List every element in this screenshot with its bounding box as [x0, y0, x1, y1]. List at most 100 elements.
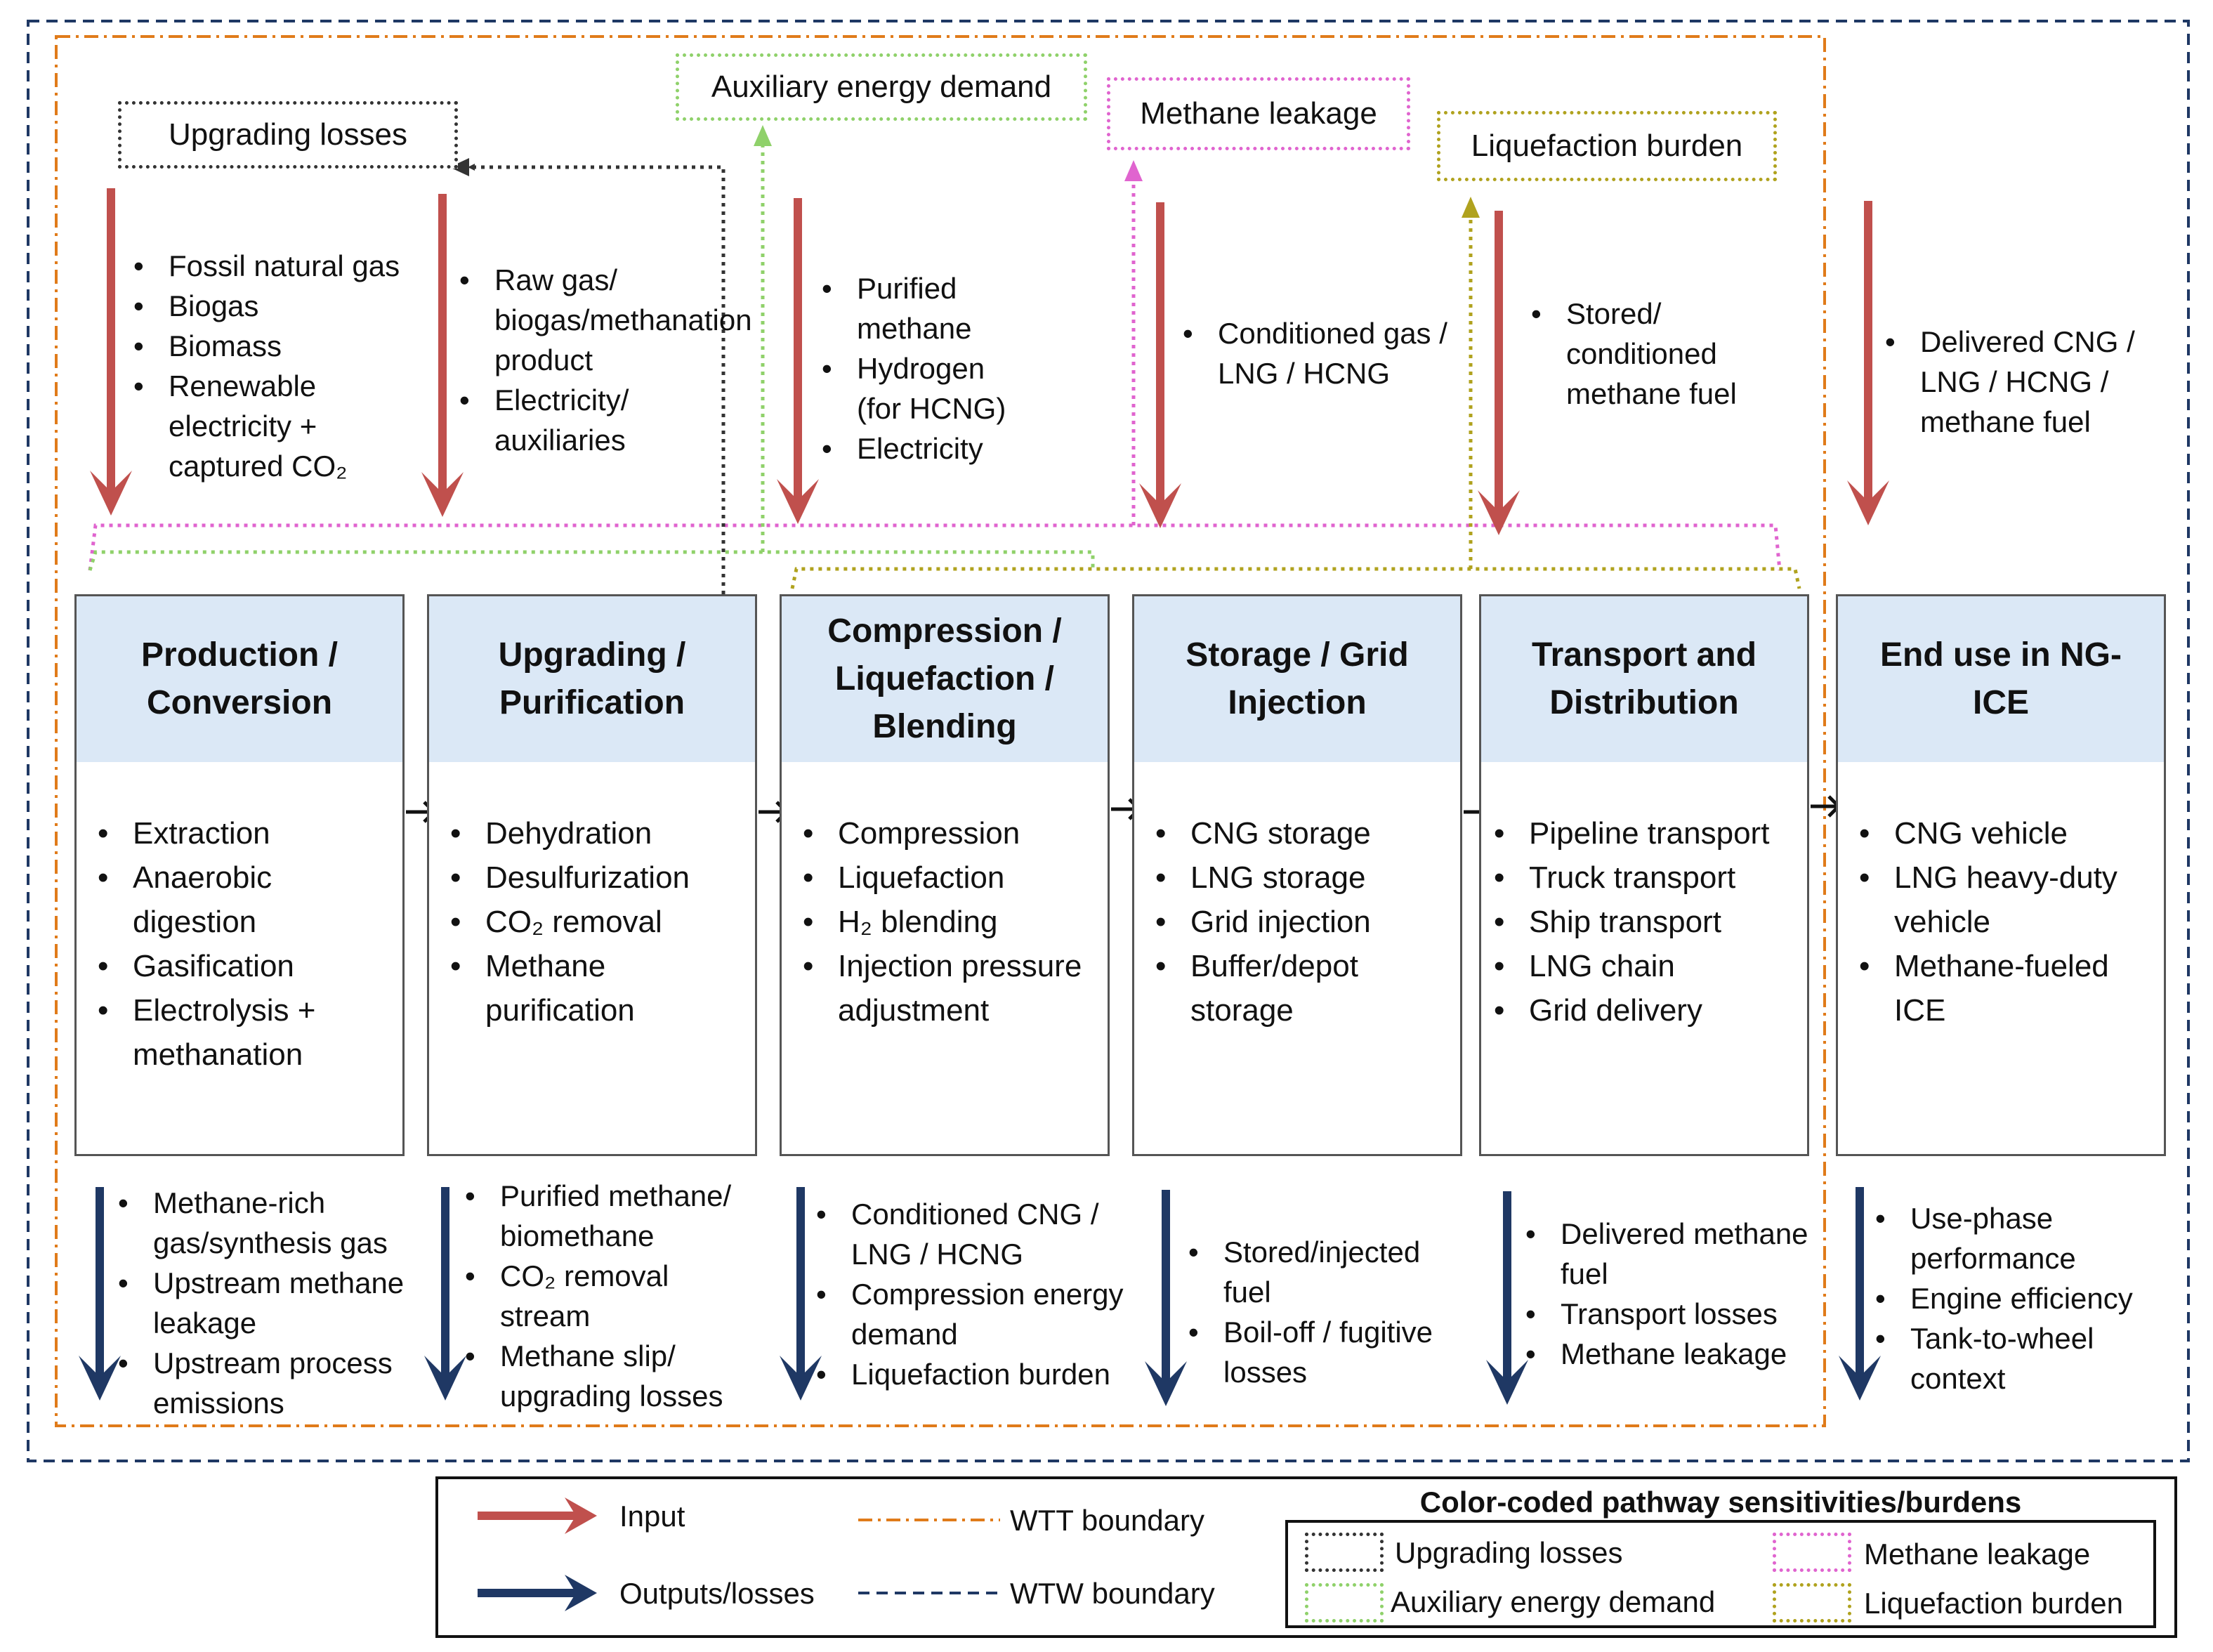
stage-item: Extraction [95, 811, 395, 855]
auxiliary-energy-demand-box: Auxiliary energy demand [676, 53, 1087, 121]
stage-upgrading-purification: Upgrading / Purification Dehydration Des… [427, 594, 757, 1156]
wtw-boundary [27, 20, 2190, 1462]
stage-item: Ship transport [1491, 900, 1800, 944]
stage-item: CO₂ removal [447, 900, 748, 944]
stage-item: H₂ blending [800, 900, 1101, 944]
methane-leakage-arrowhead [1124, 160, 1143, 181]
stage-compression-liquefaction-blending: Compression / Liquefaction / Blending Co… [780, 594, 1110, 1156]
stage-title: Production / Conversion [77, 596, 402, 762]
input-item: Electricity/ auxiliaries [457, 380, 723, 460]
output-item: Liquefaction burden [813, 1354, 1136, 1394]
stage-title: Storage / Grid Injection [1134, 596, 1460, 762]
stage-transport-distribution: Transport and Distribution Pipeline tran… [1479, 594, 1809, 1156]
input-text-4: Conditioned gas / LNG / HCNG [1180, 313, 1468, 393]
stage-item: Desulfurization [447, 855, 748, 900]
input-item: Purified methane [819, 268, 1037, 348]
input-arrow [90, 188, 132, 516]
input-arrow [777, 198, 819, 524]
methane-leakage-label: Methane leakage [1140, 96, 1377, 131]
input-item: Electricity [819, 428, 1037, 468]
liquefaction-burden-arrowhead [1462, 197, 1480, 218]
output-item: Compression energy demand [813, 1274, 1136, 1354]
stage-item: Grid delivery [1491, 988, 1800, 1032]
legend-swatch-upgrading-losses [1305, 1533, 1384, 1572]
stage-title: End use in NG-ICE [1838, 596, 2164, 762]
input-text-1: Fossil natural gas Biogas Biomass Renewa… [131, 246, 433, 486]
input-text-6: Delivered CNG / LNG / HCNG / methane fue… [1882, 322, 2149, 442]
legend-input-label: Input [619, 1500, 685, 1533]
output-item: Delivered methane fuel [1523, 1214, 1818, 1294]
stage-item: Gasification [95, 944, 395, 988]
output-item: Upstream methane leakage [115, 1263, 431, 1343]
legend-sensitivities: Color-coded pathway sensitivities/burden… [1285, 1488, 2156, 1628]
input-arrow [1139, 202, 1181, 528]
stage-item: CNG vehicle [1856, 811, 2157, 855]
stage-item: LNG heavy-duty vehicle [1856, 855, 2157, 944]
upgrading-losses-box: Upgrading losses [118, 101, 458, 169]
stage-end-use: End use in NG-ICE CNG vehicle LNG heavy-… [1836, 594, 2166, 1156]
input-text-2: Raw gas/ biogas/methanation product Elec… [457, 260, 752, 460]
stage-item: Truck transport [1491, 855, 1800, 900]
input-arrow [1478, 211, 1520, 535]
output-arrow [424, 1187, 466, 1401]
liquefaction-burden-label: Liquefaction burden [1471, 129, 1743, 163]
output-text-4: Stored/injected fuel Boil-off / fugitive… [1186, 1232, 1466, 1392]
output-arrow [1839, 1187, 1881, 1401]
stage-item: Anaerobic digestion [95, 855, 395, 944]
output-arrow [1486, 1191, 1528, 1405]
methane-leakage-box: Methane leakage [1107, 77, 1410, 150]
stage-item: LNG storage [1153, 855, 1453, 900]
stage-item: CNG storage [1153, 811, 1453, 855]
legend-graphics [478, 1497, 1000, 1611]
stage-item: Grid injection [1153, 900, 1453, 944]
auxiliary-energy-demand-label: Auxiliary energy demand [711, 70, 1052, 104]
stage-item: Liquefaction [800, 855, 1101, 900]
input-text-5: Stored/ conditioned methane fuel [1528, 294, 1767, 414]
stage-storage-grid-injection: Storage / Grid Injection CNG storage LNG… [1132, 594, 1462, 1156]
upgrading-losses-label: Upgrading losses [169, 117, 407, 152]
output-item: CO₂ removal stream [462, 1256, 757, 1336]
output-text-1: Methane-rich gas/synthesis gas Upstream … [115, 1183, 431, 1423]
legend-sensitivities-title: Color-coded pathway sensitivities/burden… [1419, 1486, 2022, 1519]
legend-swatch-methane-leakage [1773, 1533, 1851, 1572]
legend-swatch-auxiliary-energy [1305, 1583, 1384, 1622]
stage-title: Transport and Distribution [1481, 596, 1807, 762]
stage-item: Electrolysis + methanation [95, 988, 395, 1077]
output-item: Conditioned CNG / LNG / HCNG [813, 1194, 1136, 1274]
stage-item: Injection pressure adjustment [800, 944, 1101, 1032]
output-item: Engine efficiency [1872, 1278, 2167, 1318]
legend-wtw-label: WTW boundary [1010, 1577, 1215, 1610]
input-item: Delivered CNG / LNG / HCNG / methane fue… [1882, 322, 2149, 442]
output-arrow [1145, 1190, 1187, 1406]
legend-liquefaction-burden-label: Liquefaction burden [1864, 1587, 2123, 1620]
stage-item: Compression [800, 811, 1101, 855]
input-item: Biomass [131, 326, 433, 366]
legend-methane-leakage-label: Methane leakage [1864, 1538, 2091, 1571]
methane-leakage-line [88, 523, 1782, 571]
output-item: Tank-to-wheel context [1872, 1318, 2167, 1398]
output-item: Methane-rich gas/synthesis gas [115, 1183, 431, 1263]
legend-swatch-liquefaction-burden [1773, 1583, 1851, 1622]
wtt-boundary [55, 35, 1826, 1427]
input-item: Hydrogen (for HCNG) [819, 348, 1037, 428]
stage-item: Dehydration [447, 811, 748, 855]
stage-item: Pipeline transport [1491, 811, 1800, 855]
auxiliary-energy-arrowhead [754, 125, 772, 146]
stage-title: Upgrading / Purification [429, 596, 755, 762]
output-item: Transport losses [1523, 1294, 1818, 1334]
output-text-2: Purified methane/ biomethane CO₂ removal… [462, 1176, 757, 1416]
stage-item: Methane-fueled ICE [1856, 944, 2157, 1032]
input-item: Raw gas/ biogas/methanation product [457, 260, 752, 380]
upgrading-losses-arrowhead [449, 158, 469, 176]
stage-title: Compression / Liquefaction / Blending [782, 596, 1108, 762]
legend: Input Outputs/losses WTT boundary WTW bo… [435, 1476, 2177, 1638]
output-arrow [780, 1187, 822, 1401]
legend-input-arrow [565, 1497, 597, 1534]
liquefaction-burden-box: Liquefaction burden [1437, 111, 1777, 181]
liquefaction-burden-line [790, 567, 1801, 589]
legend-auxiliary-energy-label: Auxiliary energy demand [1391, 1585, 1716, 1618]
input-item: Renewable electricity + captured CO₂ [131, 366, 433, 486]
output-text-6: Use-phase performance Engine efficiency … [1872, 1198, 2167, 1398]
legend-upgrading-losses-label: Upgrading losses [1395, 1536, 1623, 1569]
